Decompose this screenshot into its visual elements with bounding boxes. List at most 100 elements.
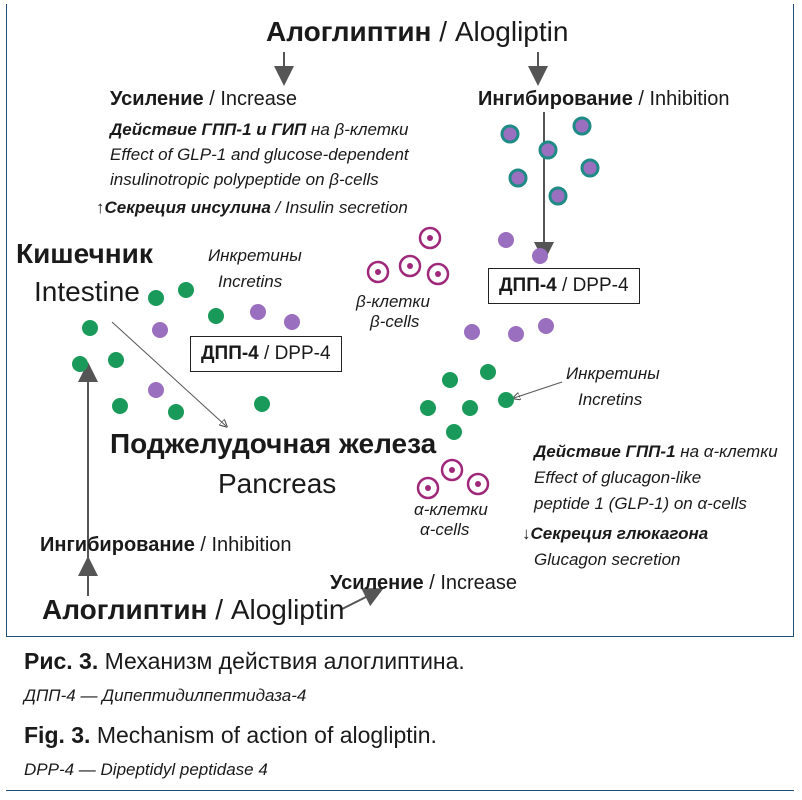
lower-inhibition-ru: Ингибирование — [40, 534, 195, 556]
top-drug-en: Alogliptin — [454, 16, 569, 47]
green-incretin-dot — [208, 308, 224, 324]
bottom-drug-label: Алоглиптин / Alogliptin — [42, 594, 344, 626]
lower-effect-ru: Действие ГПП-1 — [534, 442, 676, 461]
pancreas-ru: Поджелудочная железа — [110, 428, 437, 459]
incretins-left-en: Incretins — [218, 272, 283, 291]
caption-ru-label: Рис. 3. — [24, 648, 99, 674]
alpha-cell-nucleus — [425, 485, 431, 491]
alpha-cells-ru: α-клетки — [414, 500, 488, 519]
top-drug-sep: / — [431, 16, 455, 47]
dpp4-left-ru: ДПП-4 — [201, 343, 259, 364]
glucagon-line: ↓Секреция глюкагона — [522, 524, 708, 544]
bottom-drug-sep: / — [207, 594, 231, 625]
dpp4-left-en: / DPP-4 — [258, 343, 331, 364]
lower-inhibition-label: Ингибирование / Inhibition — [40, 534, 292, 557]
upper-effect-mid: на — [306, 120, 335, 139]
dpp4-right-ru: ДПП-4 — [499, 275, 557, 296]
beta-cell-nucleus — [375, 269, 381, 275]
lower-increase-ru: Усиление — [330, 572, 424, 594]
inactivated-incretin-dot — [572, 116, 592, 136]
upper-effect-line1: Действие ГПП-1 и ГИП на β-клетки — [110, 120, 408, 140]
glucagon-down-arrow: ↓ — [522, 524, 531, 543]
green-incretin-dot — [462, 400, 478, 416]
caption-en-abbr: DPP-4 — Dipeptidyl peptidase 4 — [24, 760, 268, 779]
intestine-en: Intestine — [34, 276, 140, 307]
purple-incretin-dot — [250, 304, 266, 320]
purple-incretin-dot — [498, 232, 514, 248]
inactivated-incretin-dot — [580, 158, 600, 178]
alpha-cell-nucleus — [449, 467, 455, 473]
lower-increase-label: Усиление / Increase — [330, 572, 517, 595]
caption-ru-title: Рис. 3. Механизм действия алоглиптина. — [24, 648, 465, 675]
upper-increase-en: / Increase — [203, 88, 298, 110]
upper-inhibition-label: Ингибирование / Inhibition — [478, 88, 730, 111]
incretins-right-en: Incretins — [578, 390, 643, 409]
purple-incretin-dot — [152, 322, 168, 338]
green-incretin-dot — [498, 392, 514, 408]
green-incretin-dot — [420, 400, 436, 416]
dpp4-left-box: ДПП-4 / DPP-4 — [190, 336, 342, 372]
lower-effect-line3: peptide 1 (GLP-1) on α-cells — [534, 494, 747, 513]
upper-insulin-line: ↑Секреция инсулина / Insulin secretion — [96, 198, 408, 218]
green-incretin-dot — [148, 290, 164, 306]
diagram-graphics — [72, 52, 600, 611]
arrow-to-increase-lower — [339, 588, 384, 611]
glucagon-ru: Секреция глюкагона — [530, 524, 709, 543]
caption-bottom-rule — [6, 790, 794, 791]
upper-effect-line2: Effect of GLP-1 and glucose-dependent — [110, 145, 409, 164]
insulin-ru: Секреция инсулина — [104, 198, 271, 217]
dpp4-right-en: / DPP-4 — [556, 275, 629, 296]
top-drug-label: Алоглиптин / Alogliptin — [266, 16, 568, 48]
beta-cells-en: β-cells — [370, 312, 420, 331]
inactivated-incretin-dot — [538, 140, 558, 160]
caption-ru-abbr: ДПП-4 — Дипептидилпептидаза-4 — [24, 686, 307, 705]
arrow-incretins-right-pointer — [514, 381, 563, 398]
beta-cell-nucleus — [407, 263, 413, 269]
insulin-up-arrow: ↑ — [96, 198, 105, 217]
top-drug-ru: Алоглиптин — [266, 16, 432, 47]
arrows-layer — [78, 52, 563, 611]
purple-incretin-dot — [532, 248, 548, 264]
cells-layer — [366, 226, 490, 500]
arrow-intestine-to-pancreas — [111, 321, 226, 426]
inactivated-incretin-dot — [548, 186, 568, 206]
green-incretin-dot — [480, 364, 496, 380]
green-incretin-dot — [168, 404, 184, 420]
purple-incretin-dot — [464, 324, 480, 340]
purple-incretin-dot — [284, 314, 300, 330]
beta-cell-nucleus — [435, 271, 441, 277]
upper-effect-line3: insulinotropic polypeptide on β-cells — [110, 170, 379, 189]
intestine-ru: Кишечник — [16, 238, 153, 269]
green-incretin-dot — [254, 396, 270, 412]
lower-effect-line1: Действие ГПП-1 на α-клетки — [534, 442, 778, 462]
purple-incretin-dot — [508, 326, 524, 342]
dots-layer — [72, 116, 600, 440]
green-incretin-dot — [446, 424, 462, 440]
caption-en-text: Mechanism of action of alogliptin. — [90, 722, 437, 748]
lower-inhibition-en: / Inhibition — [194, 534, 292, 556]
upper-effect-end: β-клетки — [334, 120, 409, 139]
lower-effect-end: α-клетки — [703, 442, 778, 461]
beta-cells-ru: β-клетки — [356, 292, 430, 311]
inactivated-incretin-dot — [508, 168, 528, 188]
purple-incretin-dot — [538, 318, 554, 334]
bottom-drug-en: Alogliptin — [230, 594, 345, 625]
lower-effect-mid: на — [675, 442, 704, 461]
purple-incretin-dot — [148, 382, 164, 398]
green-incretin-dot — [72, 356, 88, 372]
upper-increase-label: Усиление / Increase — [110, 88, 297, 111]
upper-effect-ru: Действие ГПП-1 и ГИП — [110, 120, 307, 139]
upper-inhibition-ru: Ингибирование — [478, 88, 633, 110]
lower-increase-en: / Increase — [423, 572, 518, 594]
green-incretin-dot — [108, 352, 124, 368]
insulin-en: / Insulin secretion — [270, 198, 408, 217]
alpha-cell-nucleus — [475, 481, 481, 487]
dpp4-right-box: ДПП-4 / DPP-4 — [488, 268, 640, 304]
incretins-left-ru: Инкретины — [208, 246, 302, 265]
caption-en-label: Fig. 3. — [24, 722, 91, 748]
upper-increase-ru: Усиление — [110, 88, 204, 110]
alpha-cells-en: α-cells — [420, 520, 470, 539]
green-incretin-dot — [82, 320, 98, 336]
upper-inhibition-en: / Inhibition — [632, 88, 730, 110]
pancreas-en: Pancreas — [218, 468, 337, 499]
